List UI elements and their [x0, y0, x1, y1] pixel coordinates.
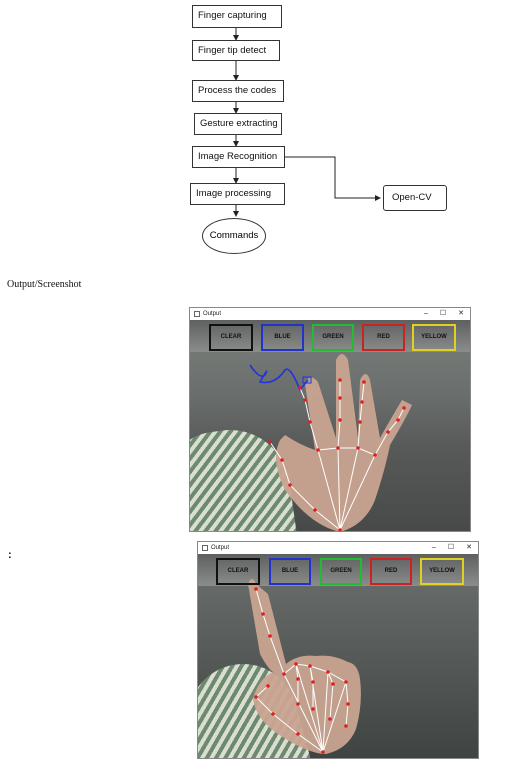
colon-mark: : — [8, 549, 12, 561]
close-icon[interactable]: ✕ — [458, 310, 464, 317]
app-icon — [202, 545, 208, 551]
output-window-2: Output – ☐ ✕ — [197, 541, 479, 759]
window-title: Output — [203, 311, 222, 317]
red-button[interactable]: RED — [370, 558, 412, 585]
step-process-codes: Process the codes — [192, 80, 284, 102]
hand-overlay-2 — [248, 579, 361, 754]
close-icon[interactable]: ✕ — [466, 544, 472, 551]
clear-button[interactable]: CLEAR — [209, 324, 253, 351]
step-finger-tip-detect: Finger tip detect — [192, 40, 280, 61]
maximize-icon[interactable]: ☐ — [439, 310, 447, 317]
step-gesture-extracting: Gesture extracting — [194, 113, 282, 135]
window-title: Output — [211, 545, 230, 551]
blue-button[interactable]: BLUE — [261, 324, 304, 351]
maximize-icon[interactable]: ☐ — [447, 544, 455, 551]
caption: Output/Screenshot — [7, 279, 82, 290]
flowchart: Finger capturing Finger tip detect Proce… — [0, 0, 519, 265]
step-image-recognition: Image Recognition — [192, 146, 285, 168]
red-button[interactable]: RED — [362, 324, 405, 351]
step-image-processing: Image processing — [190, 183, 285, 205]
camera-view: CLEAR BLUE GREEN RED YELLOW — [198, 554, 478, 758]
camera-view: CLEAR BLUE GREEN RED YELLOW — [190, 320, 470, 531]
clear-button[interactable]: CLEAR — [216, 558, 260, 585]
minimize-icon[interactable]: – — [431, 544, 436, 551]
flowchart-connectors — [233, 28, 381, 217]
blue-button[interactable]: BLUE — [269, 558, 311, 585]
hand-overlay-1 — [249, 354, 412, 531]
node-opencv: Open-CV — [383, 185, 447, 211]
yellow-button[interactable]: YELLOW — [420, 558, 464, 585]
minimize-icon[interactable]: – — [423, 310, 428, 317]
yellow-button[interactable]: YELLOW — [412, 324, 456, 351]
green-button[interactable]: GREEN — [312, 324, 354, 351]
window-titlebar: Output – ☐ ✕ — [198, 542, 478, 554]
green-button[interactable]: GREEN — [320, 558, 362, 585]
step-finger-capturing: Finger capturing — [192, 5, 282, 28]
arrow-to-opencv — [285, 156, 381, 201]
terminal-commands: Commands — [202, 218, 266, 254]
app-icon — [194, 311, 200, 317]
window-titlebar: Output – ☐ ✕ — [190, 308, 470, 320]
output-window-1: Output – ☐ ✕ — [189, 307, 471, 532]
